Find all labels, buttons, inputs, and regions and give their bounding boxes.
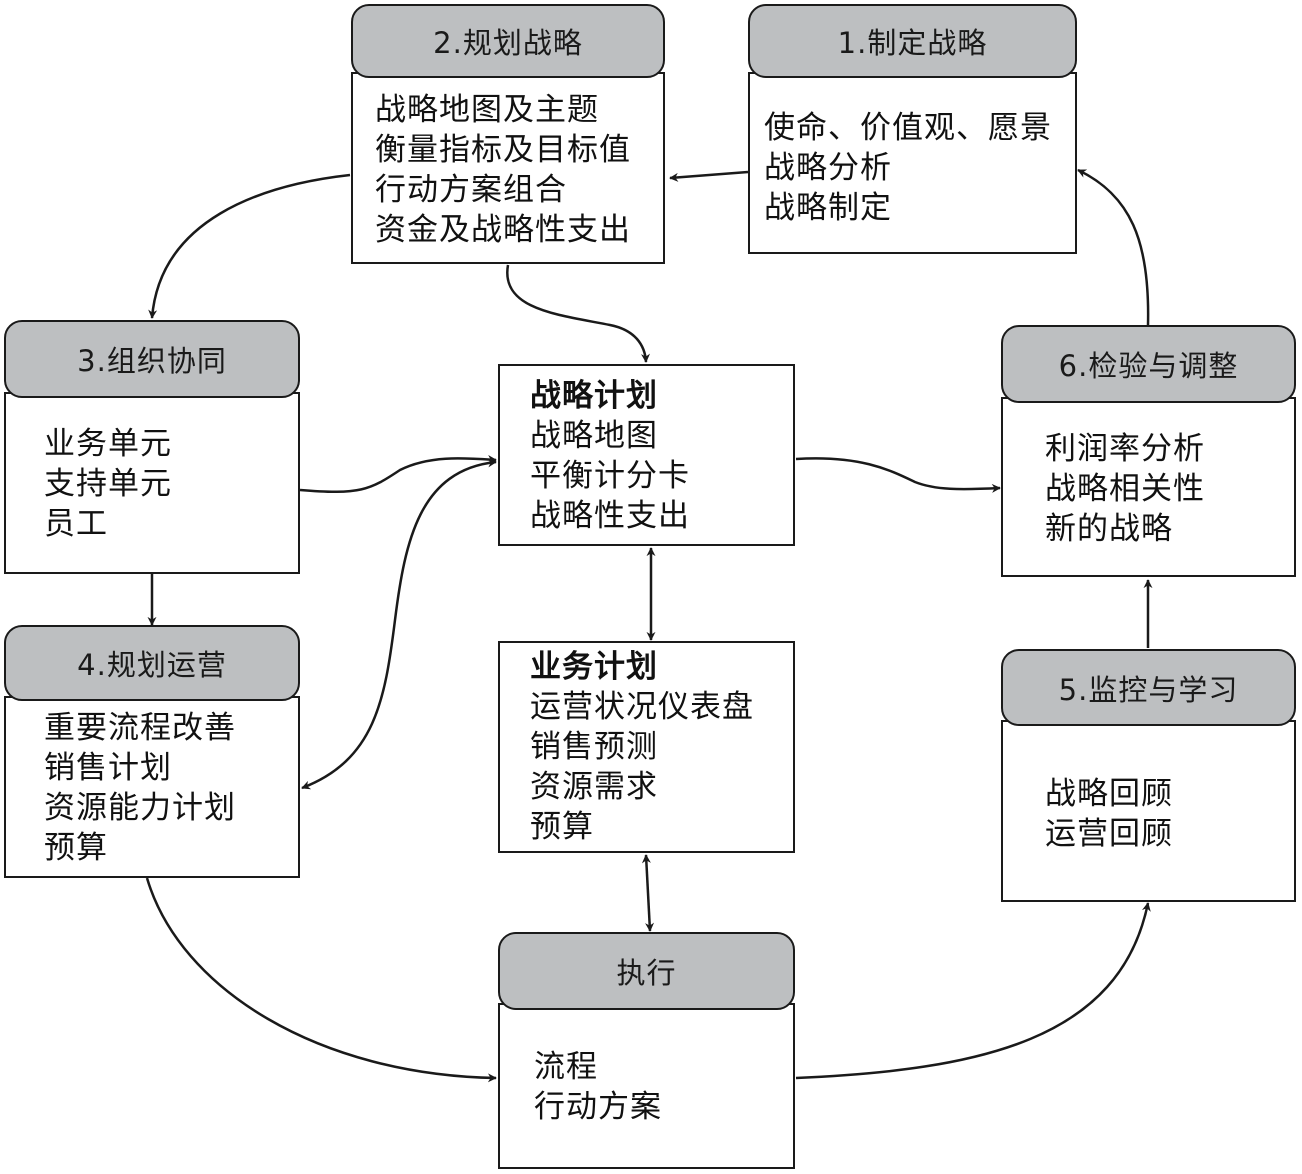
strategic-plan-line-3: 战略性支出 xyxy=(530,498,690,534)
arrow-execution-to-stage5 xyxy=(795,902,1151,1080)
stage6-title: 6.检验与调整 xyxy=(1001,325,1296,403)
stage5-line-1: 战略回顾 xyxy=(1045,776,1173,812)
arrow-strategic-plan-stage4 xyxy=(301,458,497,790)
strategic-plan-line-1: 战略地图 xyxy=(530,418,658,454)
stage2-line-2: 衡量指标及目标值 xyxy=(375,132,631,168)
execution-line-1: 流程 xyxy=(534,1049,598,1085)
stage1-line-1: 使命、价值观、愿景 xyxy=(764,110,1052,146)
stage3-body: 业务单元 支持单元 员工 xyxy=(4,392,300,574)
arrow-business-plan-execution xyxy=(641,854,655,932)
arrow-stage4-to-execution xyxy=(145,877,497,1083)
stage4-line-4: 预算 xyxy=(44,830,108,866)
arrow-stage6-to-stage1 xyxy=(1077,168,1150,326)
stage3-title: 3.组织协同 xyxy=(4,320,300,398)
execution-title: 执行 xyxy=(498,932,795,1010)
stage2-line-1: 战略地图及主题 xyxy=(375,92,599,128)
stage4-title: 4.规划运营 xyxy=(4,625,300,701)
stage3-line-1: 业务单元 xyxy=(44,426,172,462)
stage6-line-1: 利润率分析 xyxy=(1045,431,1205,467)
stage1-title: 1.制定战略 xyxy=(748,4,1077,78)
stage3-line-3: 员工 xyxy=(44,506,108,542)
stage1-line-2: 战略分析 xyxy=(764,150,892,186)
arrow-stage1-to-stage2 xyxy=(669,170,749,182)
stage6-body: 利润率分析 战略相关性 新的战略 xyxy=(1001,397,1296,577)
execution-body: 流程 行动方案 xyxy=(498,1003,795,1169)
arrow-stage2-to-strategic-plan xyxy=(506,264,651,363)
business-plan-line-3: 资源需求 xyxy=(530,769,658,805)
arrow-stage3-to-strategic-plan xyxy=(299,454,497,494)
strategic-plan-box: 战略计划 战略地图 平衡计分卡 战略性支出 xyxy=(498,364,795,546)
stage4-line-2: 销售计划 xyxy=(44,750,172,786)
stage1-line-3: 战略制定 xyxy=(764,190,892,226)
arrow-stage2-to-stage3 xyxy=(148,173,351,319)
strategic-plan-heading: 战略计划 xyxy=(530,378,658,414)
stage3-line-2: 支持单元 xyxy=(44,466,172,502)
stage2-body: 战略地图及主题 衡量指标及目标值 行动方案组合 资金及战略性支出 xyxy=(351,72,665,264)
business-plan-line-2: 销售预测 xyxy=(530,729,658,765)
business-plan-heading: 业务计划 xyxy=(530,649,658,685)
stage4-line-3: 资源能力计划 xyxy=(44,790,236,826)
stage5-line-2: 运营回顾 xyxy=(1045,816,1173,852)
business-plan-box: 业务计划 运营状况仪表盘 销售预测 资源需求 预算 xyxy=(498,641,795,853)
execution-line-2: 行动方案 xyxy=(534,1089,662,1125)
business-plan-line-4: 预算 xyxy=(530,809,594,845)
stage4-line-1: 重要流程改善 xyxy=(44,710,236,746)
stage6-line-3: 新的战略 xyxy=(1045,511,1173,547)
stage2-title: 2.规划战略 xyxy=(351,4,665,78)
arrow-strategic-plan-to-stage6 xyxy=(795,457,1001,493)
stage2-line-3: 行动方案组合 xyxy=(375,172,567,208)
business-plan-line-1: 运营状况仪表盘 xyxy=(530,689,754,725)
strategic-plan-line-2: 平衡计分卡 xyxy=(530,458,690,494)
stage6-line-2: 战略相关性 xyxy=(1045,471,1205,507)
stage1-body: 使命、价值观、愿景 战略分析 战略制定 xyxy=(748,72,1077,254)
stage5-body: 战略回顾 运营回顾 xyxy=(1001,720,1296,902)
stage5-title: 5.监控与学习 xyxy=(1001,649,1296,726)
stage2-line-4: 资金及战略性支出 xyxy=(375,212,631,248)
stage4-body: 重要流程改善 销售计划 资源能力计划 预算 xyxy=(4,696,300,878)
